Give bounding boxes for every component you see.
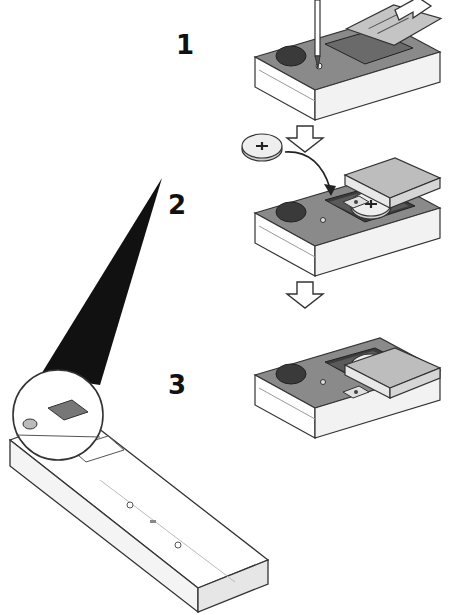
callout-number: 2 bbox=[168, 192, 186, 218]
callout-number: 1 bbox=[176, 32, 194, 58]
callout-number: 3 bbox=[168, 372, 186, 398]
